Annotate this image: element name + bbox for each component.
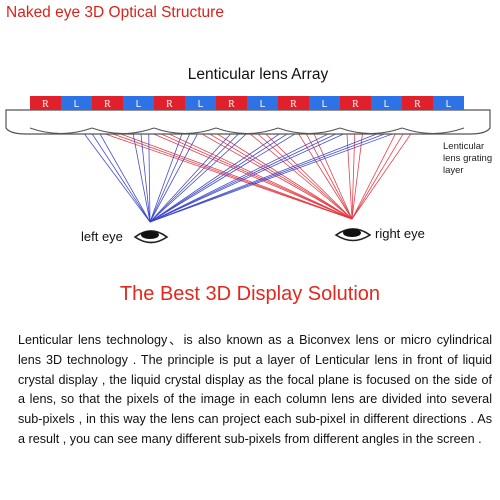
pixel-cell bbox=[402, 96, 433, 110]
lens-layer-body bbox=[5, 109, 491, 135]
pixel-label: R bbox=[228, 99, 235, 110]
pixel-cell bbox=[30, 96, 61, 110]
pixel-cell bbox=[433, 96, 464, 110]
pixel-cell bbox=[92, 96, 123, 110]
left-eye-label: left eye bbox=[81, 229, 123, 244]
lens-layer-label-line-3: layer bbox=[443, 165, 464, 176]
pixel-label: R bbox=[166, 99, 173, 110]
pixel-label: L bbox=[198, 99, 204, 110]
body-paragraph: Lenticular lens technology、is also known… bbox=[18, 333, 492, 446]
pixel-cell bbox=[185, 96, 216, 110]
pixel-label: L bbox=[136, 99, 142, 110]
lens-layer-label-line-2: lens grating bbox=[443, 153, 492, 164]
pixel-cell bbox=[123, 96, 154, 110]
lenticule-arc bbox=[29, 127, 93, 134]
pixel-label: L bbox=[260, 99, 266, 110]
lenticule-arc bbox=[91, 127, 155, 134]
right-eye-label: right eye bbox=[375, 226, 425, 241]
lenticule-arc bbox=[153, 127, 217, 134]
pixel-cell bbox=[278, 96, 309, 110]
pixel-label: R bbox=[352, 99, 359, 110]
right-eye-icon bbox=[334, 228, 372, 242]
lenticule-arc bbox=[215, 127, 279, 134]
solution-heading: The Best 3D Display Solution bbox=[119, 283, 381, 305]
pixel-cell bbox=[371, 96, 402, 110]
lenticule-arc bbox=[401, 127, 465, 134]
lenticule-arc bbox=[339, 127, 403, 134]
pixel-cell bbox=[340, 96, 371, 110]
pixel-cell bbox=[61, 96, 92, 110]
page-title: Naked eye 3D Optical Structure bbox=[6, 4, 224, 21]
pixel-label: R bbox=[42, 99, 49, 110]
pixel-cell bbox=[309, 96, 340, 110]
left-eye-icon bbox=[133, 230, 169, 244]
pixel-label: R bbox=[290, 99, 297, 110]
pixel-label: L bbox=[384, 99, 390, 110]
pixel-label: L bbox=[74, 99, 80, 110]
pixel-label: R bbox=[104, 99, 111, 110]
lens-layer-label-line-1: Lenticular bbox=[443, 141, 484, 152]
pixel-label: L bbox=[446, 99, 452, 110]
lens-grating-layer bbox=[5, 109, 491, 135]
lenticular-diagram: Lenticular lens Array R L R L R L R L R L R L R L Len… bbox=[5, 66, 492, 244]
pixel-label: L bbox=[322, 99, 328, 110]
pixel-cell bbox=[154, 96, 185, 110]
lenticule-arc bbox=[277, 127, 341, 134]
lens-array-title: Lenticular lens Array bbox=[188, 66, 329, 83]
pixel-label: R bbox=[414, 99, 421, 110]
pixel-cell bbox=[216, 96, 247, 110]
pixel-cell bbox=[247, 96, 278, 110]
